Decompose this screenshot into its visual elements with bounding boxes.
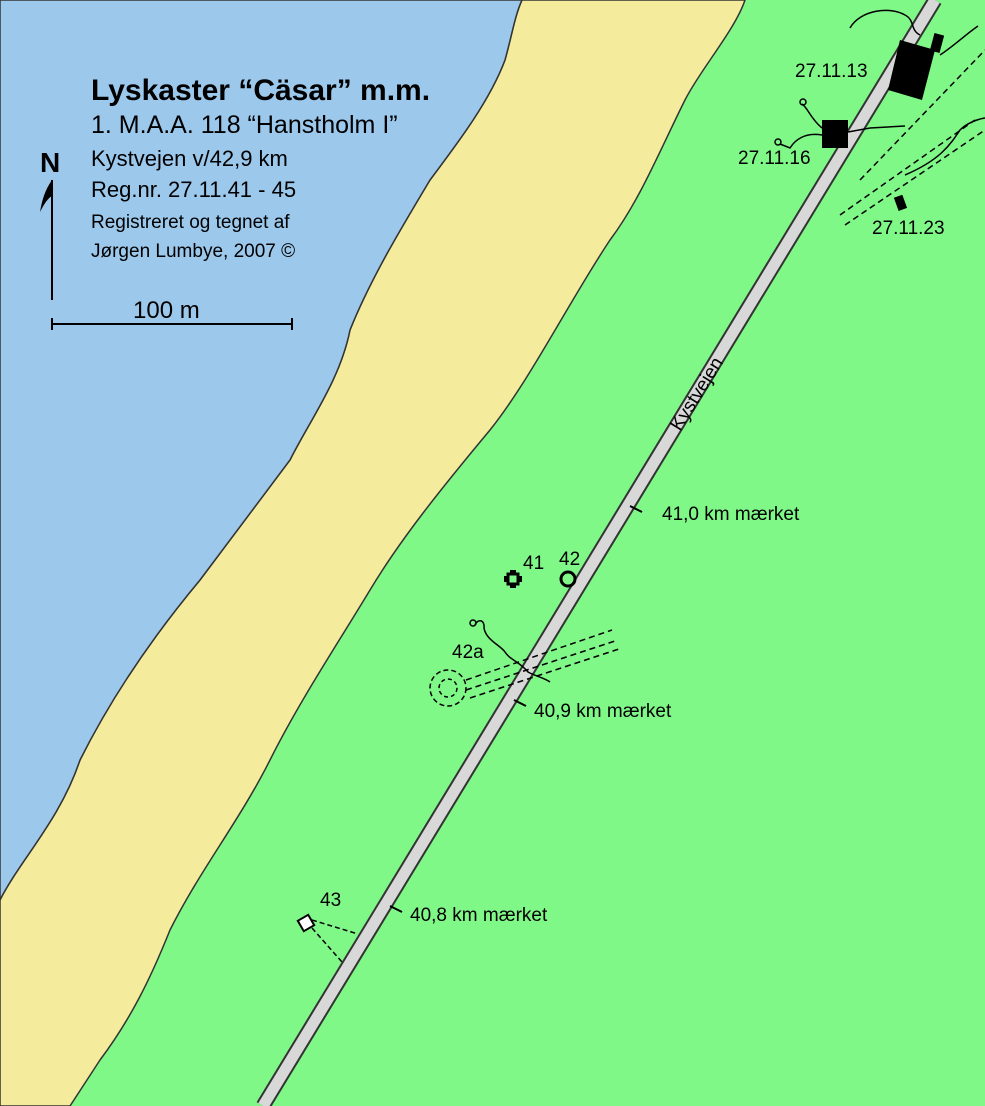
bunker-27-11-16 <box>774 98 906 149</box>
north-arrow: N <box>40 147 60 300</box>
sea-area <box>0 0 523 901</box>
km-tick-40-8 <box>389 905 403 913</box>
scale-label: 100 m <box>133 297 200 324</box>
site-41-symbol <box>504 570 522 588</box>
site-43-label: 43 <box>320 890 341 911</box>
km-marker-40-8: 40,8 km mærket <box>410 905 548 926</box>
legend-line-1: 1. M.A.A. 118 “Hanstholm I” <box>91 111 398 139</box>
km-marker-40-9: 40,9 km mærket <box>534 701 672 722</box>
site-42-label: 42 <box>559 549 580 570</box>
scale-bar: 100 m <box>51 297 293 330</box>
site-27-11-13-label: 27.11.13 <box>795 61 868 82</box>
bunker-27-11-23 <box>839 9 985 226</box>
site-42a-symbol <box>429 619 623 707</box>
km-marker-41-0: 41,0 km mærket <box>662 504 800 525</box>
site-27-11-16-label: 27.11.16 <box>738 148 811 169</box>
road-kystvejen <box>258 0 940 1106</box>
north-label: N <box>40 147 60 178</box>
legend-line-3: Reg.nr. 27.11.41 - 45 <box>91 177 296 202</box>
site-42-symbol <box>559 570 577 588</box>
km-tick-40-9 <box>513 699 527 707</box>
site-42a-label: 42a <box>452 642 484 663</box>
site-43-symbol <box>296 913 359 963</box>
bunker-27-11-13 <box>888 33 945 100</box>
legend-block: Lyskaster “Cäsar” m.m. 1. M.A.A. 118 “Ha… <box>91 74 430 262</box>
legend-line-4: Registreret og tegnet af <box>91 212 290 233</box>
km-tick-41-0 <box>629 505 643 513</box>
map-title: Lyskaster “Cäsar” m.m. <box>91 74 430 107</box>
site-41-label: 41 <box>523 553 544 574</box>
site-27-11-23-label: 27.11.23 <box>872 218 945 239</box>
legend-line-2: Kystvejen v/42,9 km <box>91 146 288 171</box>
legend-line-5: Jørgen Lumbye, 2007 © <box>91 241 295 262</box>
